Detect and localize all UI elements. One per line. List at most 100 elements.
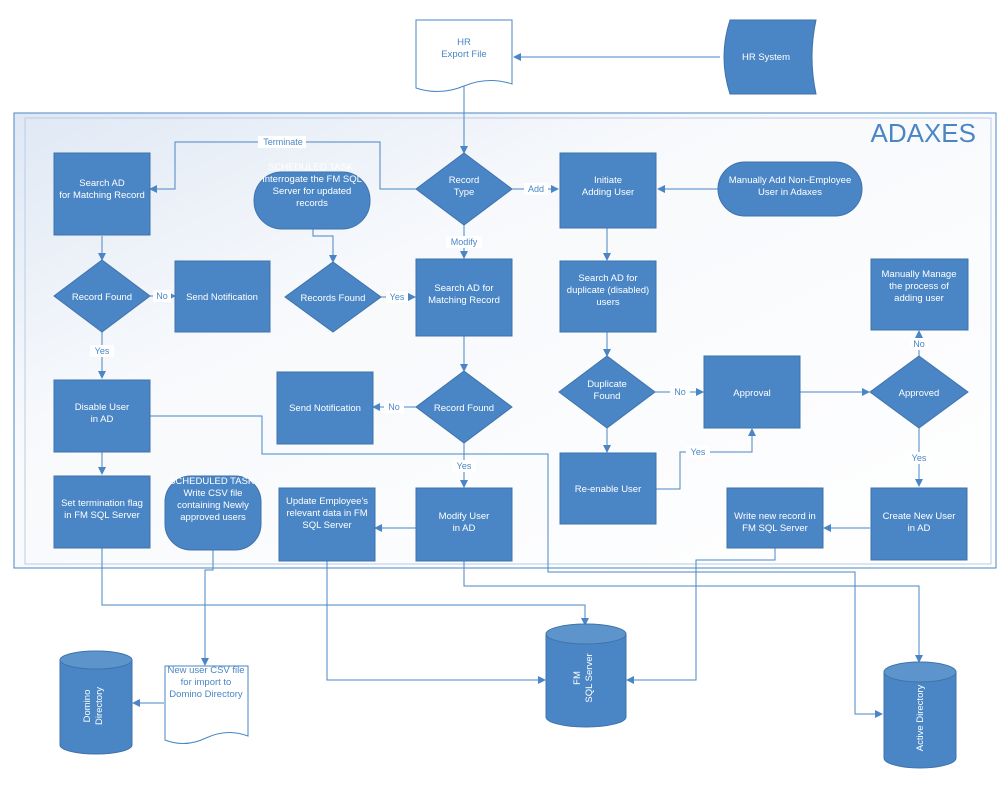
scheduled-task-2-line-1: SCHEDULED TASK:	[169, 476, 257, 487]
domino-directory-line-2: Directory	[94, 687, 105, 725]
label-no-1: No	[156, 291, 168, 301]
record-found-2-line-1: Record Found	[434, 403, 494, 414]
send-notification-2-label: Send Notification	[289, 403, 361, 414]
scheduled-task-2-line-4: approved users	[180, 512, 246, 523]
search-ad-duplicate-line-1: Search AD for	[578, 273, 637, 284]
record-found-decision-1	[53, 259, 151, 333]
domino-directory-label: DominoDirectory	[82, 687, 105, 725]
write-new-record-line-1: Write new record in	[734, 511, 816, 522]
domino-directory-line-1: Domino	[82, 690, 93, 723]
search-ad-matching-record-2	[415, 258, 513, 337]
search-ad-matching-1-line-1: Search AD	[79, 178, 125, 189]
manual-add-line-2: User in Adaxes	[758, 187, 822, 198]
send-notification-1-line-1: Send Notification	[186, 292, 258, 303]
active-directory-node	[883, 661, 957, 769]
record-type-line-2: Type	[454, 187, 475, 198]
hr-export-line-1: HR	[457, 37, 471, 48]
set-termination-flag	[53, 475, 151, 549]
search-ad-matching-1-line-2: for Matching Record	[59, 190, 145, 201]
fm-sql-server-label: FMSQL Server	[572, 653, 595, 702]
scheduled-task-2-line-3: containing Newly	[177, 500, 249, 511]
manually-manage-process	[870, 258, 969, 331]
label-add: Add	[528, 184, 544, 194]
send-notification-1	[174, 260, 271, 333]
label-yes-3: Yes	[457, 461, 472, 471]
update-employee-line-1: Update Employee's	[286, 496, 368, 507]
edge-task1-recordsfound	[312, 229, 337, 263]
edge-task2-csv	[201, 550, 214, 666]
new-user-csv-line-3: Domino Directory	[169, 689, 243, 700]
edge-settermination-fmsql	[101, 548, 589, 626]
update-employee-data	[278, 487, 376, 562]
manual-manage-line-2: the process of	[889, 281, 949, 292]
scheduled-task-1-line-1: SCHEDULED TASK:	[268, 162, 356, 173]
approval-node	[703, 355, 801, 429]
search-ad-duplicate-line-2: duplicate (disabled)	[567, 285, 649, 296]
reenable-user	[559, 452, 657, 525]
scheduled-task-1-line-4: records	[296, 198, 328, 209]
manual-add-non-employee	[717, 161, 863, 217]
modify-user-line-2: in AD	[453, 523, 476, 534]
write-new-record-line-2: FM SQL Server	[742, 523, 808, 534]
edge-modify-activedirectory	[463, 561, 923, 663]
fm-sql-server-node	[545, 623, 627, 728]
initiate-adding-user	[559, 152, 657, 229]
search-ad-duplicate	[559, 260, 657, 333]
scheduled-task-2-line-2: Write CSV file	[184, 488, 243, 499]
send-notification-2-line-1: Send Notification	[289, 403, 361, 414]
edge-update-fmsql	[326, 561, 546, 684]
approval-line-1: Approval	[733, 388, 771, 399]
approved-decision	[869, 355, 969, 429]
write-new-record	[726, 487, 824, 549]
new-user-csv-line-2: for import to	[181, 677, 232, 688]
scheduled-task-1	[253, 171, 371, 230]
scheduled-task-1-line-2: Interrogate the FM SQL	[262, 174, 362, 185]
edge-write-fmsql	[626, 548, 776, 684]
manual-manage-line-3: adding user	[894, 293, 944, 304]
record-type-decision	[415, 152, 513, 226]
set-termination-line-1: Set termination flag	[61, 498, 143, 509]
reenable-user-line-1: Re-enable User	[575, 484, 642, 495]
fm-sql-server-line-1: FM	[572, 671, 583, 685]
disable-user-in-ad	[53, 379, 151, 453]
records-found-line-1: Records Found	[301, 293, 366, 304]
reenable-user-label: Re-enable User	[575, 484, 642, 495]
modify-user-in-ad	[415, 487, 513, 562]
disable-user-line-1: Disable User	[75, 402, 129, 413]
modify-user-line-1: Modify User	[439, 511, 490, 522]
label-yes-1: Yes	[95, 346, 110, 356]
search-ad-matching-2-line-1: Search AD for	[434, 283, 493, 294]
record-type-line-1: Record	[449, 175, 480, 186]
edge-reenable-approval	[655, 428, 756, 490]
create-new-user-in-ad	[870, 487, 968, 561]
record-found-1-line-1: Record Found	[72, 292, 132, 303]
approved-line-1: Approved	[899, 388, 940, 399]
records-found-decision	[284, 261, 382, 333]
disable-user-line-2: in AD	[91, 414, 114, 425]
manual-add-line-1: Manually Add Non-Employee	[729, 175, 852, 186]
search-ad-matching-record-1	[53, 152, 151, 236]
scheduled-task-1-line-3: Server for updated	[273, 186, 352, 197]
approved-label: Approved	[899, 388, 940, 399]
search-ad-duplicate-line-3: users	[596, 297, 619, 308]
send-notification-1-label: Send Notification	[186, 292, 258, 303]
active-directory-line-1: Active Directory	[915, 684, 926, 751]
duplicate-found-line-1: Duplicate	[587, 379, 627, 390]
record-found-1-label: Record Found	[72, 292, 132, 303]
new-user-csv-line-1: New user CSV file	[167, 665, 244, 676]
